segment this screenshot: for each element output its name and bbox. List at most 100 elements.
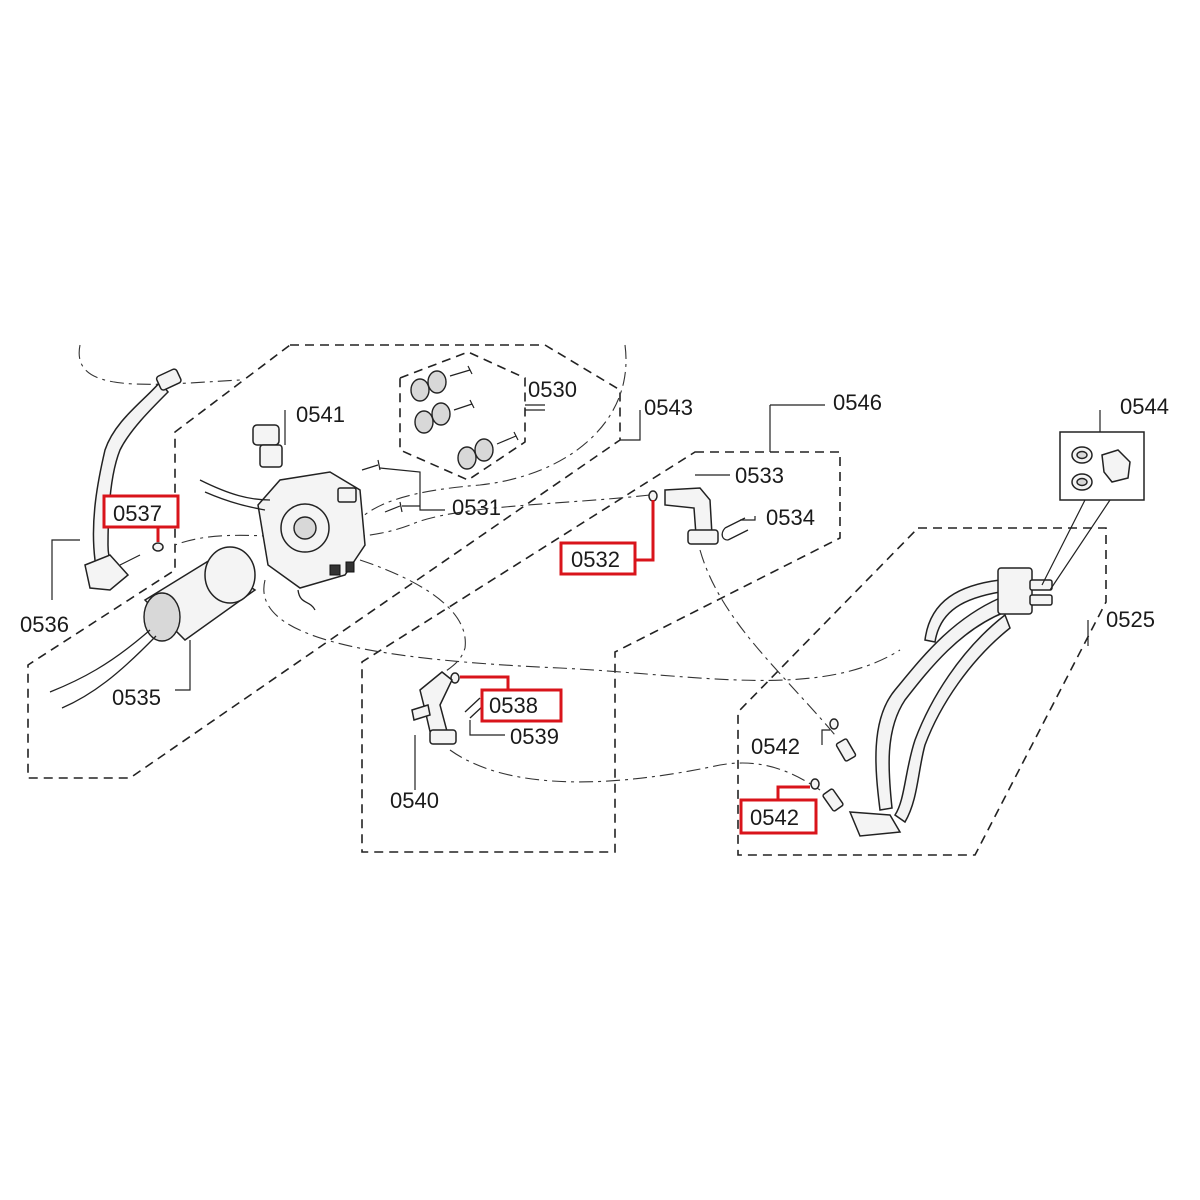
seal-ring-inner (1076, 450, 1088, 460)
seal-kit-0544 (1041, 446, 1131, 591)
pump-wire (204, 491, 266, 511)
highlight-leader-0542 (776, 785, 810, 800)
hose-tube (92, 380, 170, 585)
harness-outlet (848, 811, 902, 837)
label-0532: 0532 (571, 547, 620, 572)
cylinder-wire (49, 629, 151, 693)
valve-cap (1101, 449, 1131, 483)
elbow-fitting-group (648, 487, 749, 545)
highlight-leader-0532 (635, 500, 655, 562)
harness-hose-1 (924, 579, 1001, 643)
valve-connector (1029, 594, 1053, 606)
connector-plug (252, 424, 283, 468)
harness-fitting (835, 738, 857, 762)
rubber-foot (431, 402, 451, 426)
label-0544: 0544 (1120, 394, 1169, 419)
tube-path-0540 (449, 749, 821, 791)
valve-harness-0525 (810, 567, 1053, 837)
pump-outlet (337, 487, 357, 503)
tube-path-0533 (699, 549, 836, 736)
harness-hose-3 (893, 613, 1011, 824)
screw (496, 431, 519, 445)
oring-0532 (648, 490, 658, 502)
label-0536: 0536 (20, 612, 69, 637)
label-0542-lower: 0542 (750, 805, 799, 830)
mounting-feet-set (410, 365, 519, 470)
pump-screw (384, 501, 403, 513)
group-outline-0544 (1059, 431, 1145, 501)
cylinder-component (49, 546, 257, 709)
pump-wire (199, 479, 271, 501)
highlight-boxes (102, 494, 818, 835)
label-0538: 0538 (489, 693, 538, 718)
valve-connector (1029, 579, 1053, 591)
label-0534: 0534 (766, 505, 815, 530)
label-0546: 0546 (833, 390, 882, 415)
retaining-clip (721, 517, 749, 541)
label-0540: 0540 (390, 788, 439, 813)
plug-body (252, 424, 280, 446)
rubber-foot (427, 370, 447, 394)
tube-path-top (78, 344, 241, 385)
rubber-foot (410, 378, 430, 402)
label-0525: 0525 (1106, 607, 1155, 632)
screw (453, 399, 475, 411)
label-0541: 0541 (296, 402, 345, 427)
pump-screw (361, 459, 381, 471)
hose-pin (119, 554, 141, 566)
seal-kit-pointer (1041, 499, 1111, 591)
oring-0542-lower (810, 778, 820, 790)
highlight-box-0538 (480, 688, 563, 723)
harness-fitting (822, 788, 844, 812)
tube-path-lower (263, 579, 901, 682)
screw (449, 365, 473, 377)
part-labels: 0530 0541 0543 0546 0544 0533 0531 0534 … (20, 377, 1169, 830)
highlight-leader-0538 (460, 675, 510, 690)
tube-path-0543-top (349, 344, 627, 531)
lower-elbow-group (411, 671, 486, 745)
valve-block (997, 567, 1033, 615)
elbow-fitting (664, 487, 713, 536)
seal-ring-inner (1076, 477, 1088, 487)
harness-hose-2 (875, 596, 1006, 811)
tube-path-0538 (359, 559, 466, 677)
plug-base (259, 444, 283, 468)
pump-terminal (345, 561, 355, 573)
highlight-box-0532 (559, 541, 637, 576)
lower-elbow-base (429, 729, 457, 745)
cylinder-end-cap (204, 546, 256, 604)
cylinder-front-face (143, 592, 181, 642)
oring-0542-upper (829, 718, 839, 730)
group-outline-0530 (399, 351, 526, 481)
label-0537: 0537 (113, 501, 162, 526)
rubber-foot (474, 438, 494, 462)
label-0543: 0543 (644, 395, 693, 420)
highlight-leaders (156, 500, 810, 800)
lower-elbow-arm (411, 704, 431, 721)
hose-fitting-bottom (84, 554, 130, 591)
pump-terminal (329, 564, 341, 576)
pump-motor-core (293, 516, 317, 540)
label-0539: 0539 (510, 724, 559, 749)
hose-0536 (84, 368, 182, 591)
highlight-box-0537 (102, 494, 180, 529)
hose-oring-0537 (152, 542, 164, 552)
label-0535: 0535 (112, 685, 161, 710)
label-0531: 0531 (452, 495, 501, 520)
leader-lines (51, 404, 1101, 790)
highlight-box-0542 (739, 798, 818, 835)
oring-0538 (450, 672, 460, 684)
hose-fitting-top (155, 368, 182, 391)
cylinder-wire (61, 635, 157, 709)
elbow-fitting-base (687, 529, 719, 545)
pump-assembly (199, 459, 403, 611)
tube-path-0532 (174, 494, 651, 546)
pump-wire (297, 589, 316, 611)
label-0533: 0533 (735, 463, 784, 488)
label-0530: 0530 (528, 377, 577, 402)
group-outline-0525 (737, 527, 1107, 856)
label-0542-upper: 0542 (751, 734, 800, 759)
rubber-foot (457, 446, 477, 470)
tubing-paths (78, 344, 901, 791)
